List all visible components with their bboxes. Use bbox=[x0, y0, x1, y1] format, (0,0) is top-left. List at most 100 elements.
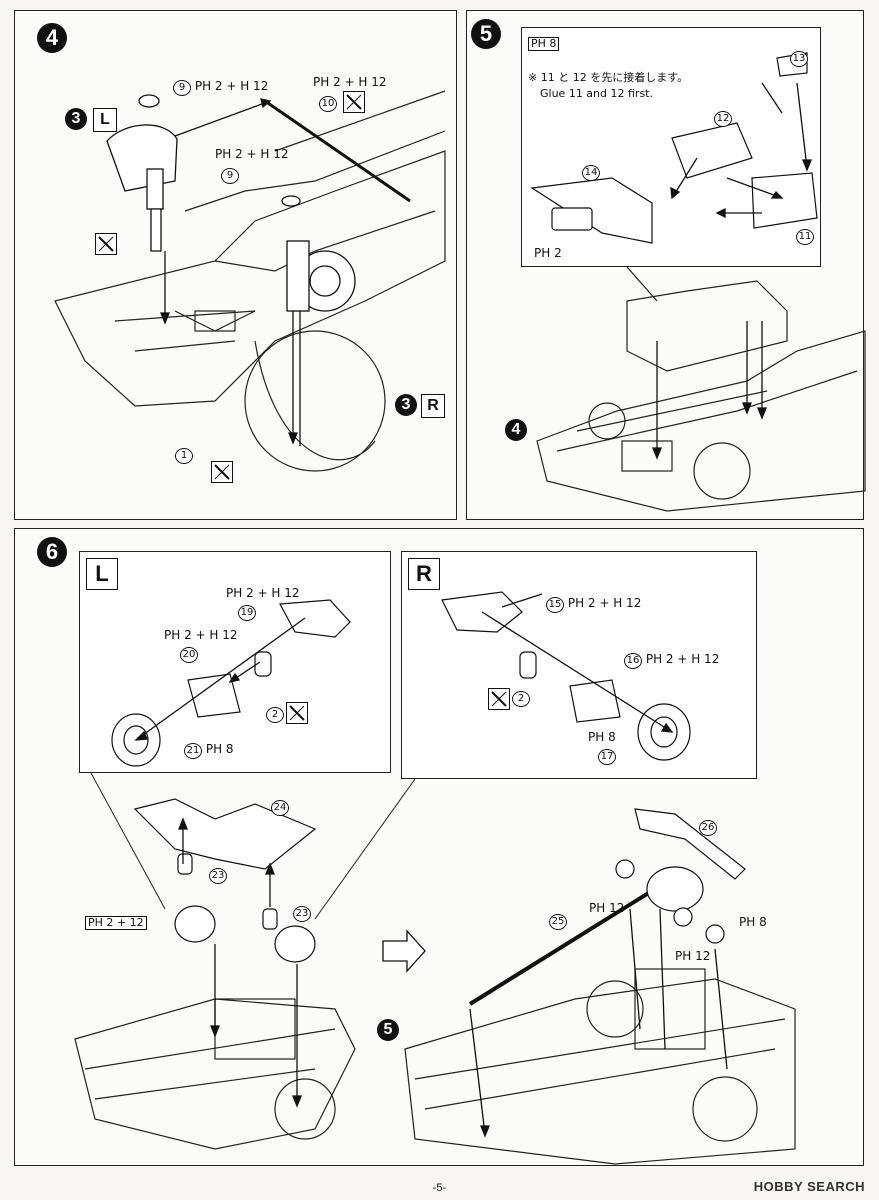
step4-subassembly-left: 3 bbox=[65, 108, 87, 130]
step6-r-part16: 16 PH 2 + H 12 bbox=[624, 652, 719, 669]
no-cement-icon bbox=[488, 688, 510, 710]
part-number: 21 bbox=[184, 743, 202, 759]
step4-part10: 10 bbox=[319, 95, 337, 112]
part-number: 12 bbox=[714, 111, 732, 127]
step5-ref4: 4 bbox=[505, 419, 527, 441]
step4-part1: 1 bbox=[175, 447, 193, 464]
step6-l-paint20: PH 2 + H 12 bbox=[164, 628, 238, 642]
step6-part26: 26 bbox=[699, 819, 717, 836]
no-cement-icon bbox=[211, 461, 233, 483]
watermark: HOBBY SEARCH bbox=[753, 1179, 865, 1194]
step4-panel: 4 bbox=[14, 10, 457, 520]
step6-chassis-drawing bbox=[74, 772, 796, 1165]
paint-code: PH 12 bbox=[589, 901, 625, 915]
paint-code: PH 2 + H 12 bbox=[194, 79, 269, 93]
step5-chassis-drawing bbox=[536, 266, 866, 512]
step4-paint10: PH 2 + H 12 bbox=[313, 75, 387, 89]
part-number: 19 bbox=[238, 605, 256, 621]
no-cement-icon bbox=[343, 91, 365, 113]
step6-left-drawing bbox=[111, 599, 351, 767]
step4-ref-circle-left: 3 bbox=[65, 108, 87, 130]
step6-part24: 24 bbox=[271, 799, 289, 816]
step4-part9a: 9 PH 2 + H 12 bbox=[173, 79, 268, 96]
part-number: 16 bbox=[624, 653, 642, 669]
step6-right-title: R bbox=[408, 558, 440, 590]
step5-note-jp: ※ 11 と 12 を先に接着します。 bbox=[528, 71, 689, 84]
step6-r-part17: 17 bbox=[598, 748, 616, 765]
part-number: 2 bbox=[266, 707, 284, 723]
part-number: 14 bbox=[582, 165, 600, 181]
step6-paint-h12b: PH 12 bbox=[675, 949, 710, 963]
step4-chassis-drawing bbox=[54, 90, 446, 472]
step6-paint-h12a: PH 12 bbox=[589, 901, 624, 915]
page-number: -5- bbox=[432, 1182, 447, 1194]
step6-number: 6 bbox=[37, 537, 67, 567]
step6-r-part2: 2 bbox=[512, 690, 530, 707]
paint-code: PH 8 bbox=[739, 915, 767, 929]
part-number: 26 bbox=[699, 820, 717, 836]
step6-l-part20: 20 bbox=[180, 646, 198, 663]
step5-part12: 12 bbox=[714, 110, 732, 127]
step6-part23b: 23 bbox=[293, 905, 311, 922]
step5-paint-box: PH 8 bbox=[528, 36, 560, 51]
part-number: 17 bbox=[598, 749, 616, 765]
paint-code: PH 8 bbox=[588, 730, 616, 744]
paint-code: PH 2 + H 12 bbox=[567, 596, 642, 610]
step6-l-paint19: PH 2 + H 12 bbox=[226, 586, 300, 600]
paint-code: PH 8 bbox=[528, 37, 560, 51]
paint-code: PH 2 + H 12 bbox=[215, 147, 289, 161]
part-number: 10 bbox=[319, 96, 337, 112]
step6-l-part2: 2 bbox=[266, 706, 284, 723]
step6-panel: 6 L PH 2 + H 12 19 PH 2 + H 12 bbox=[14, 528, 864, 1166]
step4-side-r: R bbox=[421, 394, 445, 418]
step-ref-circle: 4 bbox=[505, 419, 527, 441]
step4-subassembly-right: 3 bbox=[395, 394, 417, 416]
step6-l-part19: 19 bbox=[238, 604, 256, 621]
no-cement-icon bbox=[286, 702, 308, 724]
step6-inset-left: L PH 2 + H 12 19 PH 2 + H 12 20 bbox=[79, 551, 391, 773]
paint-code: PH 2 + H 12 bbox=[226, 586, 300, 600]
step4-paint9b: PH 2 + H 12 bbox=[215, 147, 289, 161]
step5-part14: 14 bbox=[582, 164, 600, 181]
part-number: 11 bbox=[796, 229, 814, 245]
step5-part13: 13 bbox=[790, 50, 808, 67]
step4-part9b: 9 bbox=[221, 167, 239, 184]
step6-r-part15: 15 PH 2 + H 12 bbox=[546, 596, 641, 613]
part-number: 25 bbox=[549, 914, 567, 930]
step4-number: 4 bbox=[37, 23, 67, 53]
part-number: 2 bbox=[512, 691, 530, 707]
step6-right-drawing bbox=[441, 591, 691, 761]
no-cement-icon bbox=[95, 233, 117, 255]
part-number: 9 bbox=[173, 80, 191, 96]
step6-r-paint17: PH 8 bbox=[588, 730, 616, 744]
step5-part11: 11 bbox=[796, 228, 814, 245]
step6-ref5: 5 bbox=[377, 1019, 399, 1041]
step5-note-en: Glue 11 and 12 first. bbox=[540, 87, 653, 100]
step6-inset-right: R 15 PH 2 + H 12 16 PH 2 + H 12 2 bbox=[401, 551, 757, 779]
step6-l-part21: 21 PH 8 bbox=[184, 742, 234, 759]
part-number: 15 bbox=[546, 597, 564, 613]
step6-paint-ph8: PH 8 bbox=[739, 915, 767, 929]
paint-code: PH 8 bbox=[205, 742, 234, 756]
paint-code: PH 2 + H 12 bbox=[645, 652, 720, 666]
part-number: 20 bbox=[180, 647, 198, 663]
step5-paint-ph2: PH 2 bbox=[534, 246, 562, 260]
paint-code: PH 12 bbox=[675, 949, 711, 963]
part-number: 1 bbox=[175, 448, 193, 464]
paint-code: PH 2 + 12 bbox=[85, 916, 147, 930]
step-ref-circle: 5 bbox=[377, 1019, 399, 1041]
paint-code: PH 2 + H 12 bbox=[313, 75, 387, 89]
step4-side-l: L bbox=[93, 108, 117, 132]
step4-ref-circle-right: 3 bbox=[395, 394, 417, 416]
part-number: 13 bbox=[790, 51, 808, 67]
part-number: 24 bbox=[271, 800, 289, 816]
paint-code: PH 2 bbox=[534, 246, 562, 260]
part-number: 23 bbox=[293, 906, 311, 922]
step6-paint-box: PH 2 + 12 bbox=[85, 915, 147, 930]
step5-number: 5 bbox=[471, 19, 501, 49]
step6-part25: 25 bbox=[549, 913, 567, 930]
part-number: 9 bbox=[221, 168, 239, 184]
part-number: 23 bbox=[209, 868, 227, 884]
paint-code: PH 2 + H 12 bbox=[164, 628, 238, 642]
step6-left-title: L bbox=[86, 558, 118, 590]
